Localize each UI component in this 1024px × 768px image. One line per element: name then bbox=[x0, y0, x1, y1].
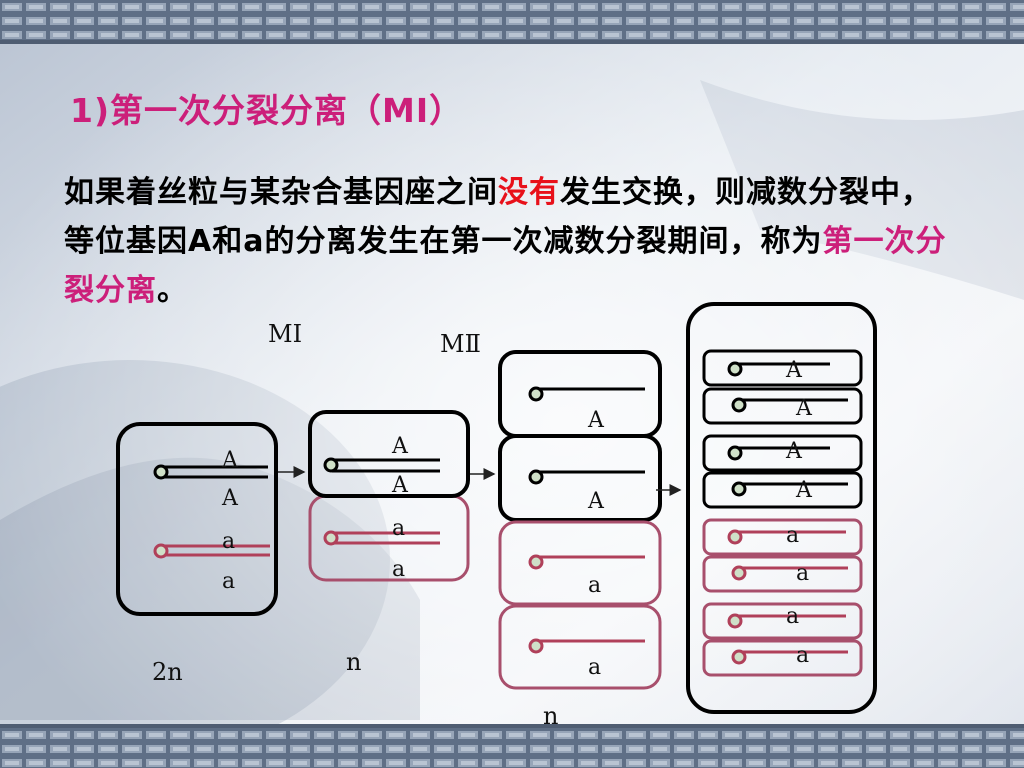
spore-A bbox=[702, 387, 863, 425]
allele-label-A: A bbox=[391, 434, 409, 459]
spore-a bbox=[702, 518, 863, 556]
cell-a-outline bbox=[498, 604, 662, 690]
centromere-icon bbox=[727, 361, 743, 377]
centromere-icon bbox=[727, 529, 743, 545]
diploid-cell-outline bbox=[116, 422, 278, 616]
centromere-icon bbox=[731, 397, 747, 413]
spore-A bbox=[702, 434, 863, 472]
centromere-icon bbox=[727, 613, 743, 629]
allele-label-A: A bbox=[221, 448, 239, 473]
allele-label-a: a bbox=[222, 529, 235, 554]
allele-label-a: a bbox=[222, 569, 235, 594]
centromere-icon bbox=[528, 554, 544, 570]
ascus: A A A A a a a a bbox=[686, 302, 877, 714]
allele-label-a: a bbox=[392, 516, 405, 541]
spore-A bbox=[702, 349, 863, 387]
centromere-icon bbox=[731, 649, 747, 665]
stage-label-m1: MⅠ bbox=[268, 320, 302, 348]
ascus-outline bbox=[686, 302, 877, 714]
diploid-cell: A A a a bbox=[116, 422, 278, 616]
centromere-icon bbox=[528, 469, 544, 485]
spore-A bbox=[702, 471, 863, 509]
cell-a-outline bbox=[498, 520, 662, 606]
paragraph-text-1: 如果着丝粒与某杂合基因座之间 bbox=[64, 175, 498, 210]
centromere-icon bbox=[727, 445, 743, 461]
allele-label-a: a bbox=[796, 643, 809, 668]
ploidy-label-n: n bbox=[346, 648, 361, 676]
description-paragraph: 如果着丝粒与某杂合基因座之间没有发生交换，则减数分裂中，等位基因A和a的分离发生… bbox=[64, 168, 954, 315]
allele-label-A: A bbox=[587, 489, 605, 514]
highlight-first-division-segregation: 第一次分裂分离 bbox=[64, 224, 947, 308]
centromere-icon bbox=[731, 565, 747, 581]
allele-label-A: A bbox=[795, 396, 813, 421]
allele-label-a: a bbox=[796, 561, 809, 586]
cell-A-outline bbox=[308, 410, 470, 498]
centromere-icon bbox=[323, 530, 339, 546]
centromere-icon bbox=[528, 638, 544, 654]
allele-label-A: A bbox=[785, 358, 803, 383]
highlight-no-exchange: 没有 bbox=[498, 175, 560, 210]
allele-label-a: a bbox=[786, 604, 799, 629]
ploidy-label-2n: 2n bbox=[152, 658, 183, 686]
slide-title: 1)第一次分裂分离（MⅠ） bbox=[70, 91, 464, 130]
ploidy-label-n: n bbox=[543, 702, 558, 730]
spore-a bbox=[702, 602, 863, 640]
paragraph-text-2: 发生交换，则减数分裂中，等位基因A和a的分离发生在第一次减数分裂期间，称为 bbox=[64, 175, 932, 259]
allele-label-A: A bbox=[795, 478, 813, 503]
paragraph-text-3: 。 bbox=[157, 273, 188, 308]
allele-label-A: A bbox=[587, 408, 605, 433]
allele-label-A: A bbox=[391, 473, 409, 498]
centromere-icon bbox=[323, 457, 339, 473]
centromere-icon bbox=[731, 481, 747, 497]
cell-A-outline bbox=[498, 434, 662, 522]
meiosis2-products: A A a a bbox=[498, 350, 662, 690]
centromere-icon bbox=[528, 386, 544, 402]
allele-label-a: a bbox=[786, 523, 799, 548]
cell-A-outline bbox=[498, 350, 662, 438]
allele-label-a: a bbox=[392, 557, 405, 582]
allele-label-A: A bbox=[221, 486, 239, 511]
allele-label-a: a bbox=[588, 655, 601, 680]
spore-a bbox=[702, 639, 863, 677]
spore-a bbox=[702, 555, 863, 593]
centromere-icon bbox=[153, 464, 169, 480]
centromere-icon bbox=[153, 543, 169, 559]
allele-label-a: a bbox=[588, 573, 601, 598]
allele-label-A: A bbox=[785, 439, 803, 464]
stage-label-m2: MⅡ bbox=[440, 330, 481, 358]
meiosis1-products: A A a a bbox=[308, 410, 470, 582]
